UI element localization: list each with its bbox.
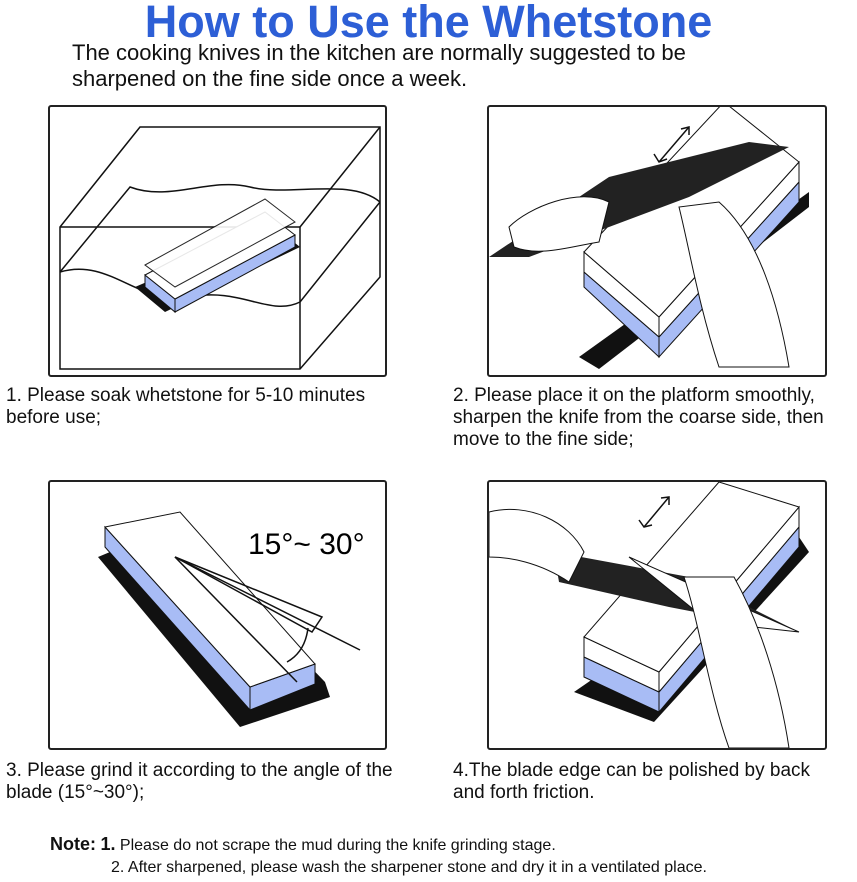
caption-line: and forth friction. — [453, 782, 595, 803]
note-label: Note: — [50, 834, 96, 854]
note-2: 2. After sharpened, please wash the shar… — [111, 858, 707, 878]
step-2-caption: 2. Please place it on the platform smoot… — [453, 385, 824, 451]
angle-label: 15°~ 30° — [248, 528, 365, 561]
subtitle-line-2: sharpened on the fine side once a week. — [72, 66, 468, 91]
caption-line: before use; — [6, 407, 102, 428]
note-2-number: 2. — [111, 859, 125, 876]
soaking-container-illustration — [59, 126, 381, 370]
caption-line: 2. Please place it on the platform smoot… — [453, 385, 815, 406]
caption-line: 4.The blade edge can be polished by back — [453, 760, 811, 781]
step-4-illustration — [487, 480, 827, 750]
note-1-text: Please do not scrape the mud during the … — [119, 837, 556, 854]
caption-line: blade (15°~30°); — [6, 782, 145, 803]
note-1: Note: 1. Please do not scrape the mud du… — [50, 834, 556, 856]
step-3-illustration: 15°~ 30° — [48, 480, 387, 750]
caption-line: 1. Please soak whetstone for 5-10 minute… — [6, 385, 366, 406]
polishing-hands-illustration — [489, 482, 809, 748]
caption-line: 3. Please grind it according to the angl… — [6, 760, 393, 781]
step-1-caption: 1. Please soak whetstone for 5-10 minute… — [6, 385, 365, 429]
note-1-number: 1. — [100, 834, 116, 854]
page-title: How to Use the Whetstone — [144, 0, 713, 47]
step-3-caption: 3. Please grind it according to the angl… — [6, 760, 393, 804]
step-1-illustration — [48, 105, 387, 377]
caption-line: sharpen the knife from the coarse side, … — [453, 407, 824, 428]
note-2-text: After sharpened, please wash the sharpen… — [127, 859, 707, 876]
caption-line: move to the fine side; — [453, 429, 634, 450]
step-4-caption: 4.The blade edge can be polished by back… — [453, 760, 810, 804]
blade-angle-illustration: 15°~ 30° — [98, 511, 365, 727]
subtitle-line-1: The cooking knives in the kitchen are no… — [72, 40, 686, 65]
step-2-illustration — [487, 105, 827, 377]
sharpening-hands-illustration — [489, 107, 809, 369]
